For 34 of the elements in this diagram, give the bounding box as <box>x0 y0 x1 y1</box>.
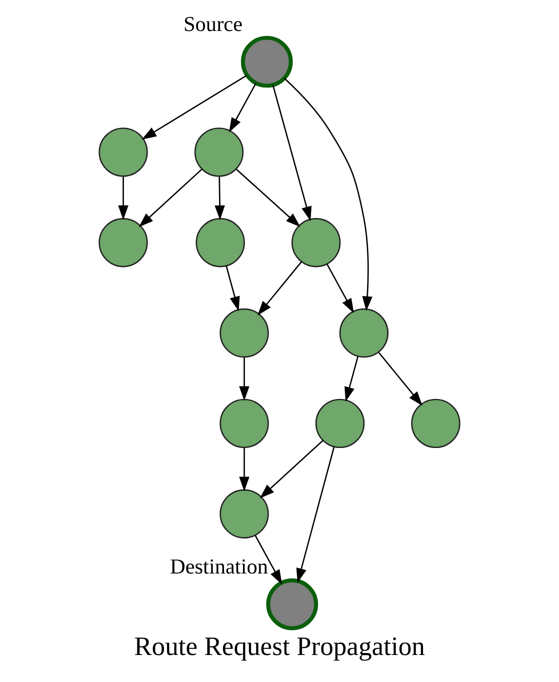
node-label: Source <box>183 12 243 36</box>
arrow <box>284 78 372 311</box>
node-circle <box>266 578 318 630</box>
arrow <box>226 266 240 312</box>
arrow <box>214 176 225 220</box>
node-label: Destination <box>170 554 268 578</box>
node-circle <box>240 36 293 88</box>
node-circle <box>220 308 269 358</box>
arrow <box>260 440 324 498</box>
node-circle <box>98 218 148 268</box>
node-circle <box>196 218 245 268</box>
node-circle <box>220 398 269 448</box>
node-circle <box>194 128 244 177</box>
arrow <box>239 448 250 492</box>
arrow <box>344 356 359 402</box>
node-circle <box>411 398 460 448</box>
node-circle <box>339 308 389 358</box>
node-circle <box>291 218 341 268</box>
node-circle <box>220 489 269 538</box>
arrow <box>236 168 300 228</box>
arrow <box>254 535 282 584</box>
arrow <box>142 74 248 140</box>
arrow <box>272 84 312 222</box>
node-circle <box>315 398 365 448</box>
arrow <box>239 357 250 401</box>
arrow <box>229 83 256 132</box>
caption: Route Request Propagation <box>134 630 425 661</box>
arrow <box>258 261 302 316</box>
arrow <box>138 168 202 228</box>
arrow <box>378 352 423 406</box>
arrow <box>118 176 128 220</box>
node-circle <box>98 128 148 177</box>
arrow <box>296 446 335 583</box>
arrow <box>326 264 354 314</box>
